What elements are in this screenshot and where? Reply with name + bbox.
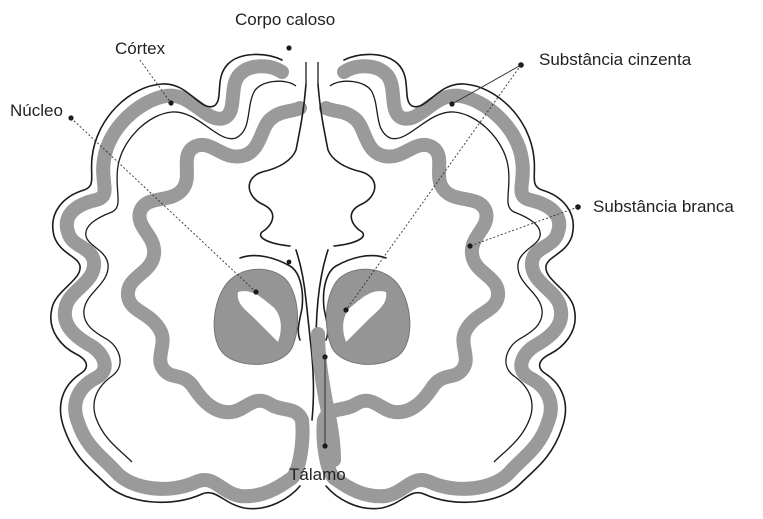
corpo-caloso-marker (286, 45, 291, 50)
substancia-cinzenta-nucleus-marker (343, 307, 348, 312)
label-nucleo: Núcleo (10, 101, 63, 121)
label-substancia-cinzenta: Substância cinzenta (539, 50, 691, 70)
right-hemisphere (318, 54, 575, 508)
left-hemisphere (51, 54, 306, 508)
label-cortex: Córtex (115, 39, 165, 59)
nucleo-marker (253, 289, 258, 294)
substancia-branca-marker (467, 243, 472, 248)
substancia-cinzenta-cortex-marker (449, 101, 454, 106)
label-talamo: Tálamo (289, 465, 346, 485)
label-substancia-branca: Substância branca (593, 197, 734, 217)
label-corpo-caloso: Corpo caloso (235, 10, 335, 30)
ventricle-marker (287, 260, 292, 265)
talamo-label-dot (322, 443, 327, 448)
